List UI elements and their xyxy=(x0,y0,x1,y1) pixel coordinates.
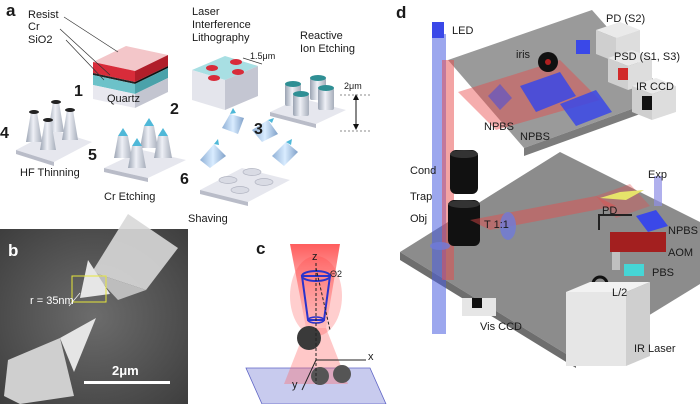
step-number-2: 2 xyxy=(170,101,179,118)
label-npbs-2: NPBS xyxy=(520,131,550,143)
angle-label: Θ2 xyxy=(330,269,343,279)
label-pd: PD xyxy=(602,205,618,217)
label-psd: PSD (S1, S3) xyxy=(614,51,681,63)
step-label-3: Reactive Ion Etching xyxy=(300,30,356,56)
panel-letter-c: c xyxy=(256,239,266,258)
panel-letter-a: a xyxy=(6,1,16,20)
panel-letter-b: b xyxy=(8,241,19,260)
step-number-1: 1 xyxy=(74,83,83,100)
step-number-6: 6 xyxy=(180,171,189,188)
layer-label-cr: Cr xyxy=(28,21,40,33)
label-obj: Obj xyxy=(410,213,428,225)
panel-a-drawings xyxy=(16,16,370,206)
label-led: LED xyxy=(452,25,474,37)
label-ir-laser: IR Laser xyxy=(634,343,676,355)
wafer-stack xyxy=(59,16,168,108)
step-label-6: Shaving xyxy=(188,213,228,225)
rie-pillars xyxy=(270,75,370,132)
label-npbs-3: NPBS xyxy=(668,225,698,237)
pitch-label: 1.5μm xyxy=(250,51,276,61)
label-trap: Trap xyxy=(410,191,433,203)
label-npbs-1: NPBS xyxy=(484,121,514,133)
panel-d-setup xyxy=(400,10,700,368)
label-cond: Cond xyxy=(410,165,437,177)
step-number-4: 4 xyxy=(0,125,9,142)
hf-thinning xyxy=(16,100,92,166)
step-label-4: HF Thinning xyxy=(20,167,80,179)
step-number-5: 5 xyxy=(88,147,97,164)
litho-block xyxy=(192,56,263,110)
axis-y-label: y xyxy=(292,379,298,391)
layer-label-resist: Resist xyxy=(28,9,59,21)
layer-label-sio2: SiO2 xyxy=(28,34,53,46)
panel-c-trap xyxy=(245,244,387,404)
step-label-2: Laser Interference Lithography xyxy=(192,6,251,45)
axis-x-label: x xyxy=(368,351,374,363)
label-vis-ccd: Vis CCD xyxy=(480,321,522,333)
substrate-label: Quartz xyxy=(107,93,141,105)
label-ir-ccd: IR CCD xyxy=(636,81,674,93)
step-number-3: 3 xyxy=(254,121,263,138)
label-exp: Exp xyxy=(648,169,667,181)
scale-bar-label: 2μm xyxy=(112,363,139,378)
label-pd-top: PD (S2) xyxy=(606,13,646,25)
height-label: 2μm xyxy=(344,81,362,91)
label-iris: iris xyxy=(516,49,531,61)
label-t11: T 1:1 xyxy=(484,219,509,231)
label-pbs: PBS xyxy=(652,267,675,279)
label-l2: L/2 xyxy=(612,287,628,299)
panel-b-sem xyxy=(0,214,188,404)
label-aom: AOM xyxy=(668,247,694,259)
radius-label: r = 35nm xyxy=(30,295,74,307)
panel-letter-d: d xyxy=(396,3,407,22)
axis-z-label: z xyxy=(312,251,318,263)
step-label-5: Cr Etching xyxy=(104,191,156,203)
cr-etching xyxy=(104,118,186,182)
shaving xyxy=(200,108,298,206)
